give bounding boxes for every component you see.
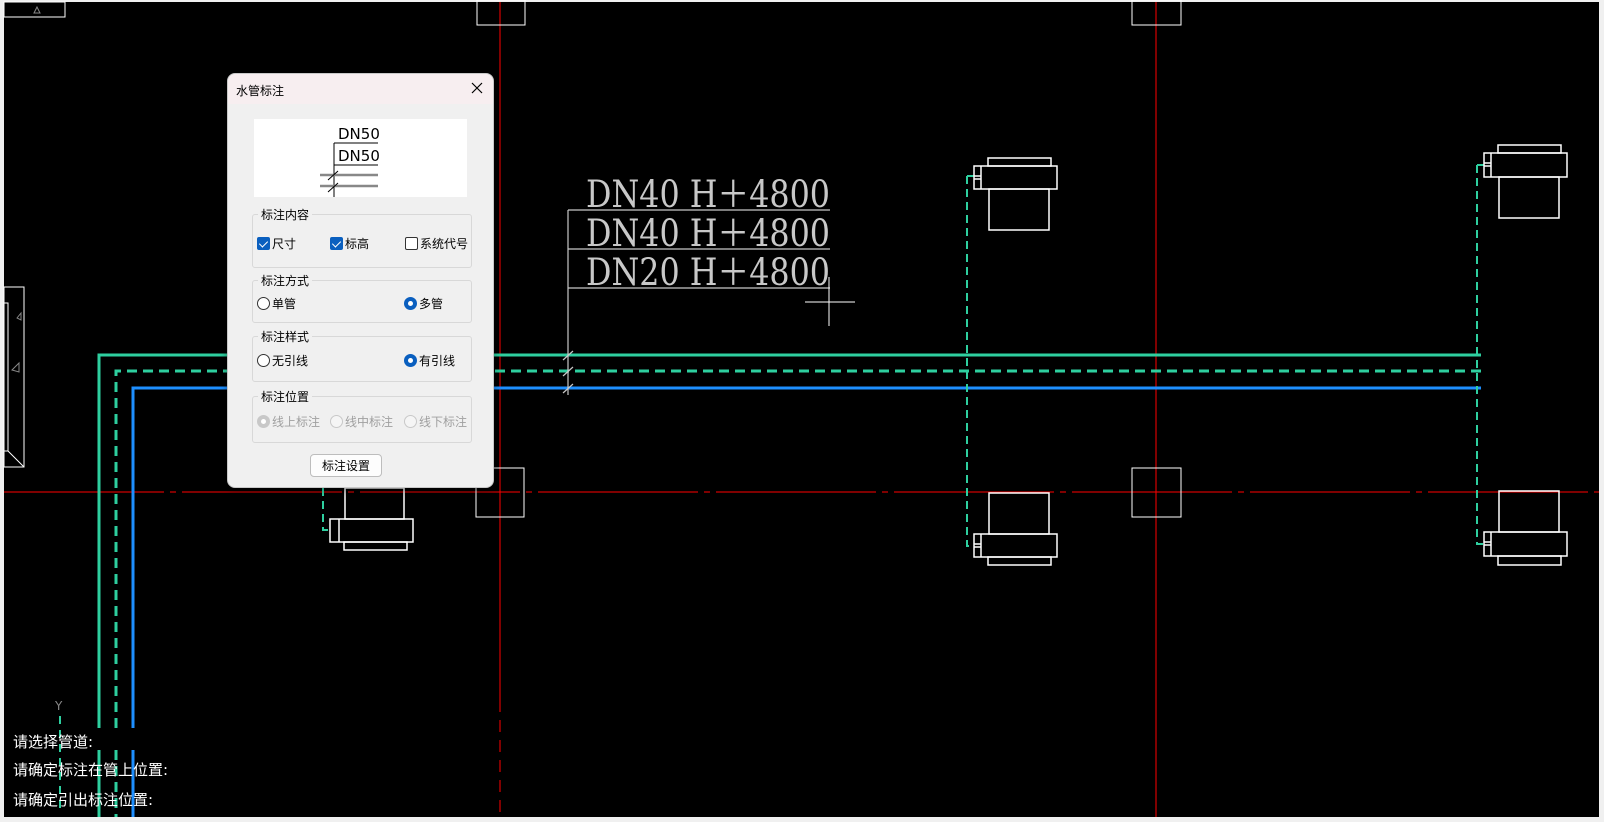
branch-pipe-mid bbox=[966, 175, 974, 547]
radio-above-line[interactable]: 线上标注 bbox=[257, 413, 320, 430]
pipes bbox=[97, 164, 1484, 817]
content-group-label: 标注内容 bbox=[258, 206, 313, 223]
pipe-dashed-teal bbox=[114, 369, 1481, 728]
checkbox-size[interactable]: 尺寸 bbox=[257, 235, 296, 252]
radio-single-pipe[interactable]: 单管 bbox=[257, 295, 296, 312]
column-squares bbox=[475, 0, 1182, 518]
svg-text:Y: Y bbox=[54, 699, 63, 713]
left-edge-symbols bbox=[3, 1, 66, 468]
unit-left-bottom bbox=[329, 487, 414, 551]
pipe-annotation-dialog: 水管标注 DN50 DN50 标注内容 尺寸 标高 系统代号 标注方式 单管 多… bbox=[227, 73, 494, 488]
content-group: 标注内容 尺寸 标高 系统代号 bbox=[252, 206, 472, 268]
preview-line-1: DN50 bbox=[338, 125, 380, 143]
preview-line-2: DN50 bbox=[338, 147, 380, 165]
radio-no-leader[interactable]: 无引线 bbox=[257, 352, 308, 369]
annotation-line-2: DN40 H＋4800 bbox=[586, 212, 830, 255]
equipment-units bbox=[329, 144, 1568, 566]
branch-pipe-right bbox=[1476, 164, 1484, 545]
checkbox-elevation[interactable]: 标高 bbox=[330, 235, 369, 252]
dialog-title: 水管标注 bbox=[236, 84, 285, 98]
annotation-line-1: DN40 H＋4800 bbox=[586, 173, 830, 216]
command-line-3: 请确定引出标注位置: bbox=[13, 791, 154, 809]
crosshair-cursor-icon bbox=[805, 277, 855, 326]
dialog-titlebar[interactable]: 水管标注 bbox=[228, 74, 493, 104]
radio-with-leader[interactable]: 有引线 bbox=[404, 352, 455, 369]
ucs-axis-icon: Y bbox=[54, 699, 63, 812]
unit-right-top bbox=[1483, 144, 1568, 219]
style-group: 标注样式 无引线 有引线 bbox=[252, 328, 472, 382]
command-line-1: 请选择管道: bbox=[13, 733, 94, 751]
method-group: 标注方式 单管 多管 bbox=[252, 272, 472, 323]
position-group: 标注位置 线上标注 线中标注 线下标注 bbox=[252, 388, 472, 443]
pipe-solid-teal bbox=[97, 353, 1481, 728]
pipe-blue bbox=[131, 386, 1481, 728]
style-group-label: 标注样式 bbox=[258, 328, 313, 345]
axis-lines bbox=[4, 2, 1599, 817]
unit-mid-top bbox=[973, 157, 1058, 231]
radio-multi-pipe[interactable]: 多管 bbox=[404, 295, 443, 312]
command-line-2: 请确定标注在管上位置: bbox=[13, 761, 169, 779]
annotation-settings-button[interactable]: 标注设置 bbox=[310, 454, 382, 477]
pipe-annotation[interactable]: DN40 H＋4800 DN40 H＋4800 DN20 H＋4800 bbox=[562, 173, 830, 395]
close-icon[interactable] bbox=[467, 78, 487, 98]
method-group-label: 标注方式 bbox=[258, 272, 313, 289]
radio-mid-line[interactable]: 线中标注 bbox=[330, 413, 393, 430]
annotation-preview: DN50 DN50 bbox=[254, 119, 467, 198]
unit-right-bottom bbox=[1483, 490, 1568, 566]
unit-mid-bottom bbox=[973, 492, 1058, 566]
branch-pipe-left bbox=[322, 488, 330, 531]
position-group-label: 标注位置 bbox=[258, 388, 313, 405]
checkbox-system-code[interactable]: 系统代号 bbox=[405, 235, 468, 252]
annotation-line-3: DN20 H＋4800 bbox=[586, 251, 830, 294]
radio-below-line[interactable]: 线下标注 bbox=[404, 413, 467, 430]
